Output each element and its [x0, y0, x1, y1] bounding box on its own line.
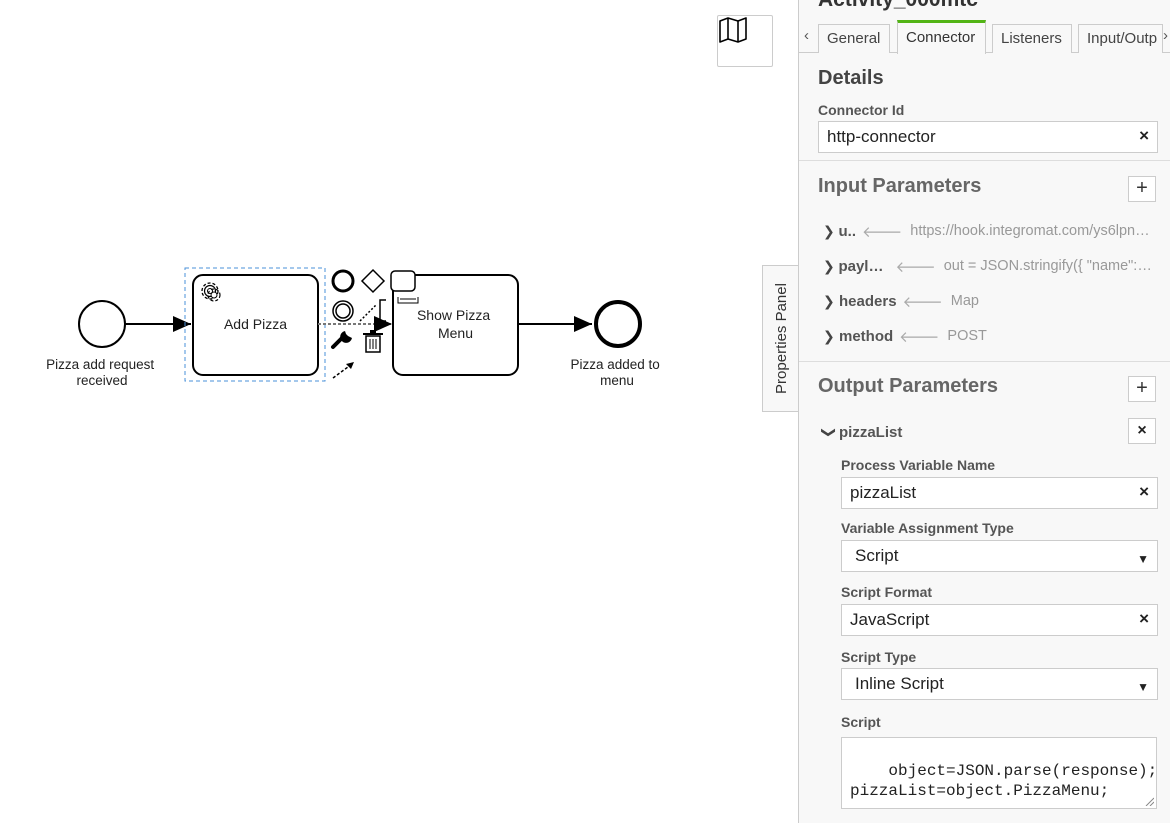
- connector-id-value: http-connector: [827, 127, 936, 146]
- divider: [799, 160, 1170, 161]
- script-value: object=JSON.parse(response); pizzaList=o…: [850, 762, 1157, 800]
- bpmn-canvas[interactable]: Pizza add request received Add Pizza Sho…: [0, 0, 799, 823]
- service-task-gear-icon: [201, 282, 221, 302]
- input-param-row[interactable]: ❯ method 🡐 POST: [823, 325, 1158, 347]
- append-task-icon[interactable]: [390, 270, 416, 292]
- tab-scroll-left-icon[interactable]: ‹: [804, 27, 809, 44]
- details-header: Details: [818, 67, 884, 89]
- process-variable-name-value: pizzaList: [850, 483, 917, 502]
- output-param-row[interactable]: ❯ pizzaList: [821, 421, 1023, 443]
- script-type-value: Inline Script: [855, 674, 944, 693]
- input-param-row[interactable]: ❯ u.. 🡐 https://hook.integromat.com/ys6l…: [823, 220, 1158, 242]
- input-parameters-header: Input Parameters: [818, 175, 982, 197]
- process-variable-name-label: Process Variable Name: [841, 457, 996, 473]
- input-param-name: method: [839, 327, 894, 345]
- chevron-right-icon: ❯: [823, 327, 835, 344]
- append-message-icon[interactable]: [397, 297, 419, 304]
- delete-trash-icon[interactable]: [363, 330, 383, 353]
- input-param-row[interactable]: ❯ payl… 🡐 out = JSON.stringify({ "name":…: [823, 255, 1158, 277]
- input-param-row[interactable]: ❯ headers 🡐 Map: [823, 290, 1158, 312]
- end-event-label: Pizza added to menu: [570, 357, 663, 388]
- tab-general[interactable]: General: [818, 24, 890, 53]
- connector-id-label: Connector Id: [818, 102, 905, 118]
- tab-input-output[interactable]: Input/Outp: [1078, 24, 1163, 53]
- properties-panel-toggle-label: Properties Panel: [772, 283, 790, 394]
- map-icon: [719, 17, 747, 43]
- output-param-name: pizzaList: [839, 423, 903, 441]
- end-event-label-line-1: Pizza added to: [570, 357, 659, 372]
- add-output-parameter-button[interactable]: +: [1128, 376, 1156, 402]
- diagram-svg[interactable]: Pizza add request received Add Pizza Sho…: [0, 0, 798, 823]
- variable-assignment-type-value: Script: [855, 546, 899, 565]
- arrow-left-icon: 🡐: [862, 223, 903, 241]
- arrow-left-icon: 🡐: [895, 258, 936, 276]
- task-show-pizza-menu-label-line-1: Show Pizza: [417, 307, 490, 323]
- input-param-name: headers: [839, 292, 897, 310]
- script-type-select[interactable]: Inline Script ▼: [841, 668, 1158, 700]
- chevron-right-icon: ❯: [823, 222, 835, 239]
- clear-connector-id-button[interactable]: ×: [1139, 126, 1149, 145]
- append-association-icon[interactable]: [359, 304, 377, 322]
- input-param-name: payl…: [838, 257, 884, 275]
- variable-assignment-type-select[interactable]: Script ▼: [841, 540, 1158, 572]
- add-input-parameter-button[interactable]: +: [1128, 176, 1156, 202]
- script-format-value: JavaScript: [850, 610, 930, 629]
- clear-script-format-button[interactable]: ×: [1139, 609, 1149, 628]
- variable-assignment-type-label: Variable Assignment Type: [841, 520, 1014, 536]
- task-show-pizza-menu-label-line-2: Menu: [438, 325, 473, 341]
- caret-down-icon: ▼: [1137, 680, 1149, 694]
- input-param-value: out = JSON.stringify({ "name":na...: [943, 258, 1158, 274]
- clear-process-variable-button[interactable]: ×: [1139, 482, 1149, 501]
- chevron-down-icon: ❯: [821, 426, 838, 438]
- task-add-pizza-label: Add Pizza: [224, 316, 287, 332]
- arrow-left-icon: 🡐: [902, 293, 943, 311]
- connect-arrow-icon[interactable]: [332, 362, 354, 379]
- connector-id-input[interactable]: http-connector ×: [818, 121, 1158, 153]
- properties-panel-toggle[interactable]: Properties Panel: [762, 265, 799, 412]
- start-event[interactable]: [78, 300, 126, 348]
- output-parameters-header: Output Parameters: [818, 375, 999, 397]
- process-variable-name-input[interactable]: pizzaList ×: [841, 477, 1158, 509]
- script-format-input[interactable]: JavaScript ×: [841, 604, 1158, 636]
- tab-connector[interactable]: Connector: [897, 20, 986, 54]
- script-format-label: Script Format: [841, 584, 933, 600]
- input-param-value: Map: [950, 293, 979, 309]
- context-pad[interactable]: [331, 268, 419, 379]
- chevron-right-icon: ❯: [823, 257, 835, 274]
- minimap-toggle-button[interactable]: [717, 15, 773, 67]
- start-event-label-line-2: received: [76, 373, 127, 388]
- start-event-label-line-1: Pizza add request: [46, 357, 154, 372]
- remove-output-parameter-button[interactable]: ×: [1128, 418, 1156, 444]
- start-event-label: Pizza add request received: [46, 357, 158, 388]
- append-text-annotation-icon[interactable]: [379, 299, 386, 322]
- properties-panel: Activity_000mtc ‹ General Connector List…: [798, 0, 1170, 823]
- element-title: Activity_000mtc: [818, 0, 978, 12]
- chevron-right-icon: ❯: [823, 292, 835, 309]
- script-type-label: Script Type: [841, 649, 917, 665]
- end-event-label-line-2: menu: [600, 373, 634, 388]
- input-param-value: https://hook.integromat.com/ys6lpnwg...: [910, 223, 1158, 239]
- tab-scroll-right-icon[interactable]: ›: [1163, 27, 1168, 44]
- change-type-wrench-icon[interactable]: [331, 331, 352, 349]
- task-show-pizza-menu-label: Show Pizza Menu: [417, 307, 494, 341]
- tab-bar: ‹ General Connector Listeners Input/Outp…: [799, 20, 1170, 54]
- end-event[interactable]: [594, 300, 642, 348]
- arrow-left-icon: 🡐: [899, 328, 940, 346]
- divider: [799, 361, 1170, 362]
- input-param-value: POST: [947, 328, 987, 344]
- input-param-name: u..: [838, 222, 857, 240]
- append-end-event-icon[interactable]: [331, 269, 355, 293]
- script-textarea[interactable]: object=JSON.parse(response); pizzaList=o…: [841, 737, 1157, 809]
- script-label: Script: [841, 714, 881, 730]
- append-gateway-icon[interactable]: [360, 268, 386, 294]
- tab-listeners[interactable]: Listeners: [992, 24, 1072, 53]
- resize-grip-icon[interactable]: [1144, 796, 1154, 806]
- caret-down-icon: ▼: [1137, 552, 1149, 566]
